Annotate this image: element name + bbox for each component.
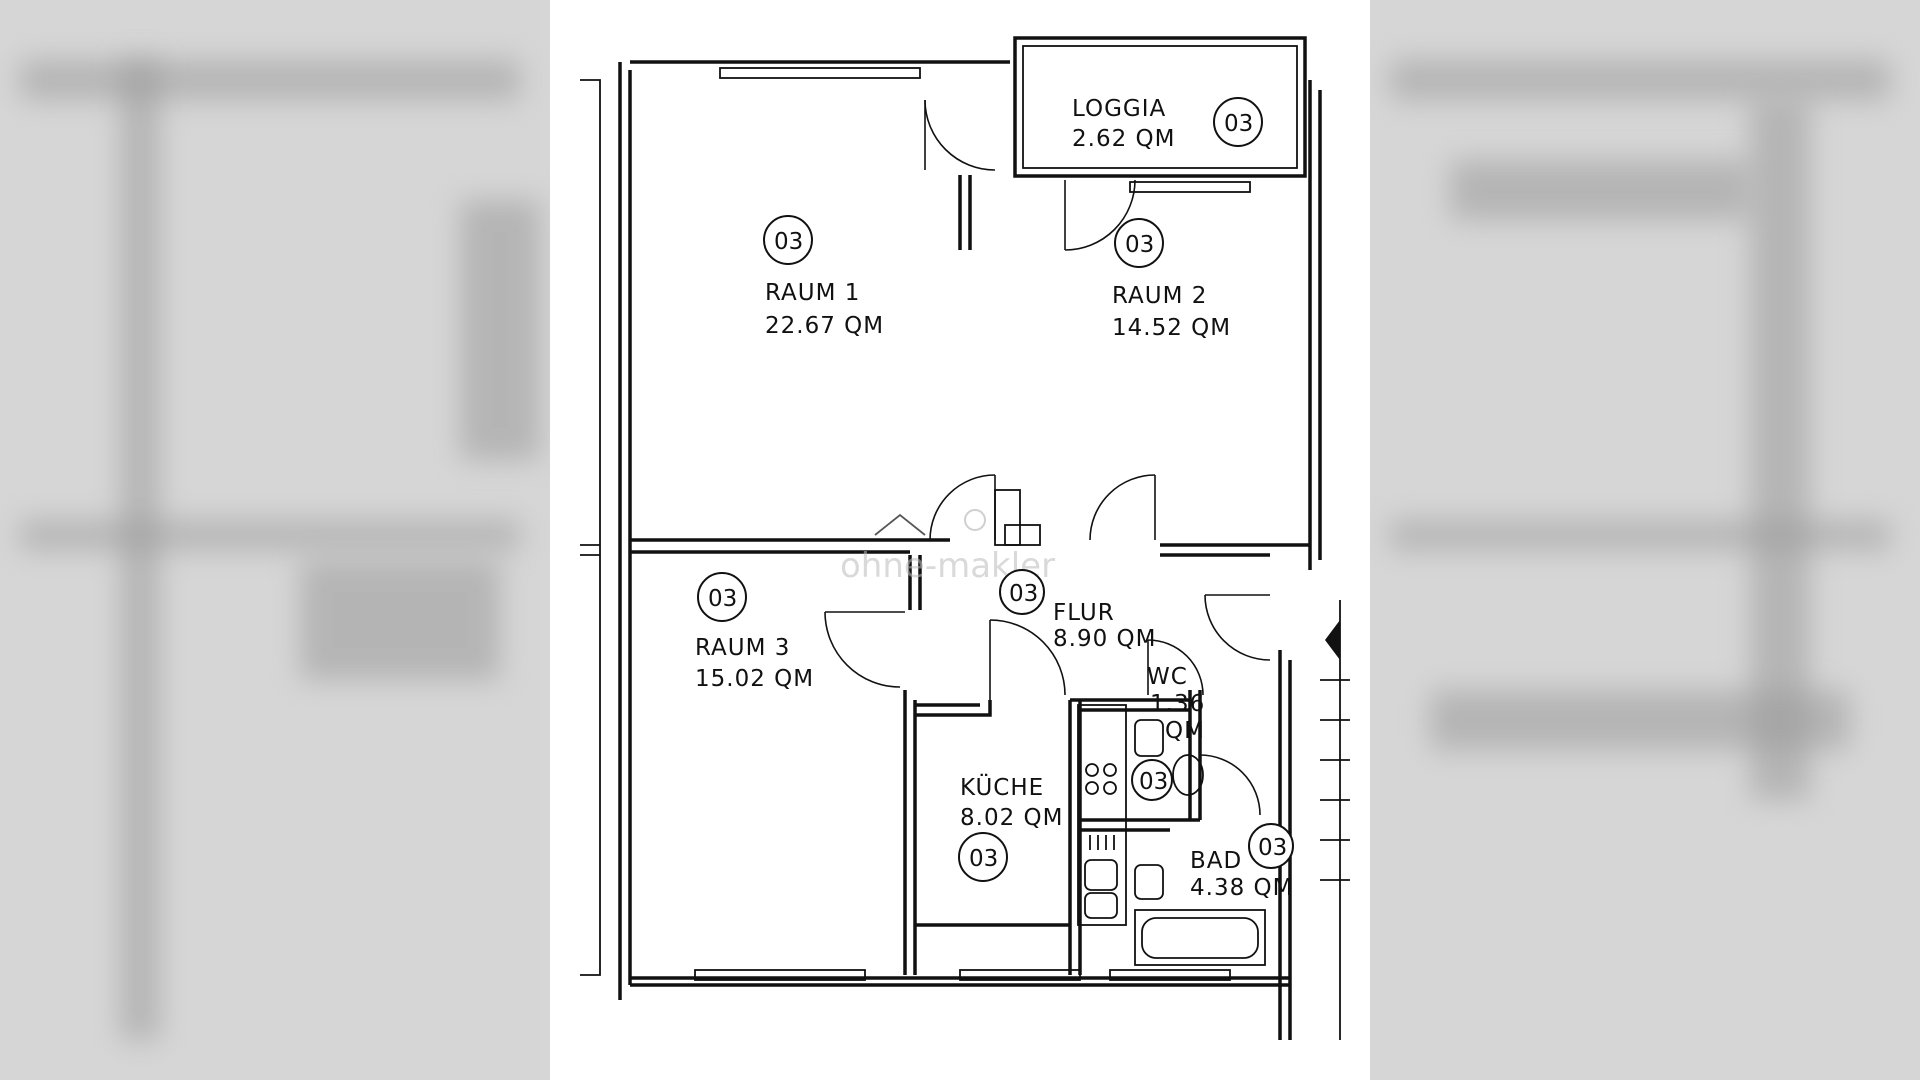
badge-circle <box>999 569 1045 615</box>
room-area: 15.02 QM <box>695 666 814 692</box>
room-raum3: 03 RAUM 3 15.02 QM <box>695 572 814 692</box>
room-kueche: KÜCHE 8.02 QM 03 <box>958 773 1063 882</box>
room-wc: WC 1.36 QM 03 <box>1131 664 1205 801</box>
room-badge: 03 <box>1258 835 1287 861</box>
room-name: BAD <box>1190 848 1242 874</box>
room-name: WC <box>1147 664 1188 690</box>
badge-circle <box>1248 823 1294 869</box>
staircase <box>1320 600 1350 1040</box>
room-name: RAUM 2 <box>1112 283 1207 309</box>
blurred-backdrop-right <box>1370 0 1920 1080</box>
badge-circle <box>1213 97 1263 147</box>
floor-plan: ohne-makler 03 RAUM 1 22.67 QM 03 RAUM 2… <box>580 36 1350 1040</box>
room-badge: 03 <box>1125 232 1154 258</box>
room-badge: 03 <box>1009 581 1038 607</box>
badge-circle <box>1114 218 1164 268</box>
room-name: FLUR <box>1053 600 1115 626</box>
kitchen-fixtures <box>1077 704 1127 926</box>
room-badge: 03 <box>774 229 803 255</box>
blurred-backdrop-left <box>0 0 550 1080</box>
floor-plan-viewer: ohne-makler 03 RAUM 1 22.67 QM 03 RAUM 2… <box>550 0 1370 1080</box>
room-badge: 03 <box>1224 111 1253 137</box>
room-flur: 03 FLUR 8.90 QM <box>999 569 1156 652</box>
loggia-outline <box>1013 36 1307 178</box>
room-area-unit: QM <box>1165 718 1205 744</box>
room-loggia: LOGGIA 2.62 QM 03 <box>1072 96 1263 152</box>
room-badge: 03 <box>969 846 998 872</box>
room-bad: 03 BAD 4.38 QM <box>1190 823 1294 901</box>
room-raum2: 03 RAUM 2 14.52 QM <box>1112 218 1231 341</box>
room-name: RAUM 1 <box>765 280 860 306</box>
badge-circle <box>958 832 1008 882</box>
room-area: 22.67 QM <box>765 313 884 339</box>
room-area: 14.52 QM <box>1112 315 1231 341</box>
room-area: 1.36 <box>1150 691 1205 717</box>
badge-circle <box>697 572 747 622</box>
badge-circle <box>1131 759 1173 801</box>
badge-circle <box>763 215 813 265</box>
bathroom-fixtures <box>1134 719 1266 966</box>
house-icon <box>964 509 986 531</box>
room-area: 8.02 QM <box>960 805 1063 831</box>
room-name: KÜCHE <box>960 773 1044 801</box>
door-swings <box>824 99 1271 816</box>
room-raum1: 03 RAUM 1 22.67 QM <box>763 215 884 339</box>
room-name: RAUM 3 <box>695 635 790 661</box>
room-area: 4.38 QM <box>1190 875 1293 901</box>
room-area: 2.62 QM <box>1072 126 1175 152</box>
room-badge: 03 <box>708 586 737 612</box>
room-badge: 03 <box>1139 769 1168 795</box>
room-area: 8.90 QM <box>1053 626 1156 652</box>
room-name: LOGGIA <box>1072 96 1166 122</box>
